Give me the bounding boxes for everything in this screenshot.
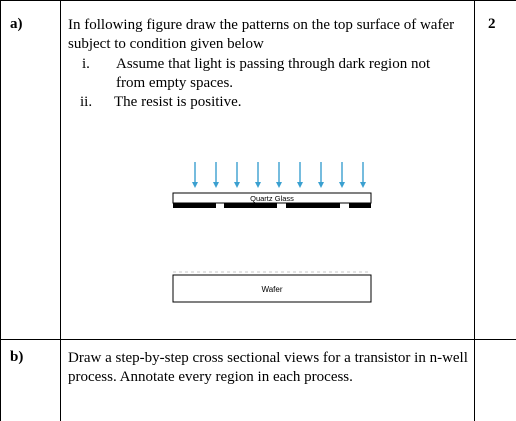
condition-text: The resist is positive. bbox=[114, 94, 242, 110]
quartz-glass-label: Quartz Glass bbox=[250, 194, 294, 203]
light-arrow bbox=[297, 162, 303, 188]
wafer-label: Wafer bbox=[261, 285, 282, 294]
table-divider-marks bbox=[474, 0, 475, 421]
light-arrow bbox=[318, 162, 324, 188]
light-arrow bbox=[234, 162, 240, 188]
question-label-b: b) bbox=[10, 349, 24, 365]
table-row-divider bbox=[0, 339, 516, 340]
photolithography-figure: Quartz Glass Wafer bbox=[172, 162, 372, 303]
table-border-left bbox=[0, 0, 1, 421]
chrome-pattern-segment bbox=[349, 203, 371, 208]
condition-number: i. bbox=[82, 56, 90, 72]
question-text-b: Draw a step-by-step cross sectional view… bbox=[68, 350, 468, 385]
light-arrow bbox=[276, 162, 282, 188]
condition-number: ii. bbox=[80, 94, 93, 110]
light-arrow bbox=[360, 162, 366, 188]
wafer bbox=[172, 274, 372, 303]
question-text-a: In following figure draw the patterns on… bbox=[68, 17, 455, 52]
question-label-a: a) bbox=[10, 16, 23, 32]
light-arrow bbox=[255, 162, 261, 188]
condition-item-1: i. Assume that light is passing through … bbox=[82, 55, 462, 95]
light-arrow bbox=[213, 162, 219, 188]
condition-item-2: ii. The resist is positive. bbox=[80, 93, 460, 113]
light-arrows bbox=[192, 162, 366, 188]
chrome-pattern-segment bbox=[224, 203, 277, 208]
chrome-pattern-segment bbox=[286, 203, 340, 208]
chrome-pattern-segment bbox=[173, 203, 216, 208]
question-marks-a: 2 bbox=[488, 16, 496, 32]
table-border-top bbox=[0, 0, 516, 1]
condition-text: Assume that light is passing through dar… bbox=[116, 56, 431, 91]
light-arrow bbox=[192, 162, 198, 188]
table-divider-label bbox=[60, 0, 61, 421]
light-arrow bbox=[339, 162, 345, 188]
